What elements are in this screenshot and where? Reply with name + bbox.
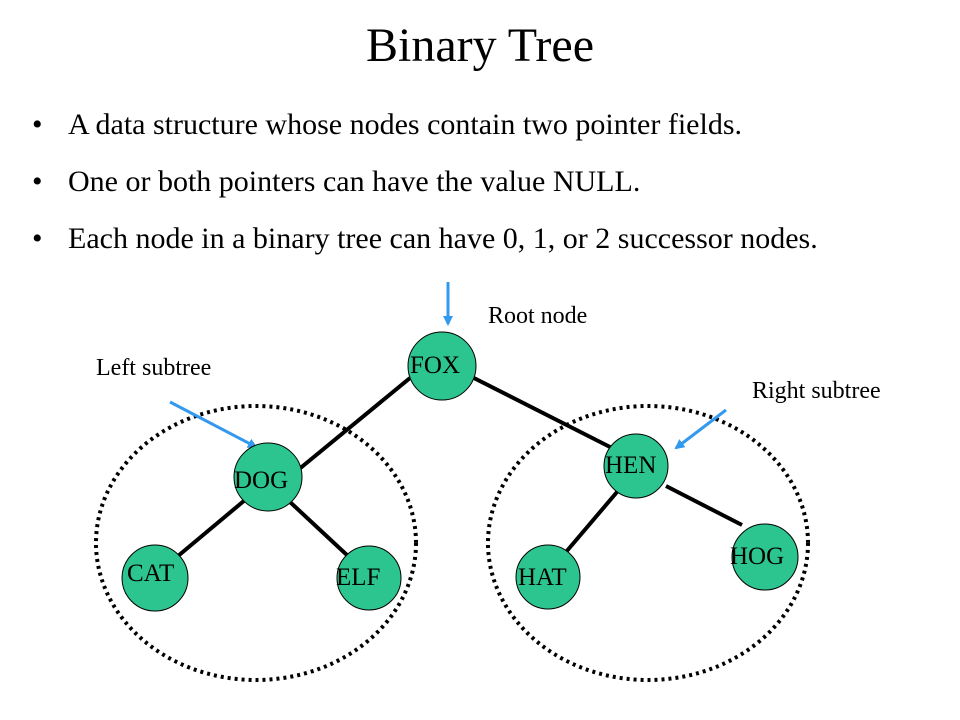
- left-subtree-arrow: [169, 400, 258, 449]
- tree-node-hog: HOG: [730, 523, 799, 591]
- bullet-item: • Each node in a binary tree can have 0, …: [30, 220, 930, 258]
- edge-fox-dog: [296, 376, 412, 472]
- bullet-text: Each node in a binary tree can have 0, 1…: [68, 222, 818, 255]
- bullet-text: A data structure whose nodes contain two…: [68, 108, 743, 141]
- edge-hen-hat: [564, 490, 619, 554]
- tree-node-elf: ELF: [336, 545, 402, 611]
- tree-node-dog: DOG: [233, 442, 303, 512]
- root-node-label: Root node: [488, 303, 587, 329]
- node-label: HEN: [605, 452, 656, 479]
- edge-dog-elf: [288, 500, 350, 558]
- edge-hen-hog: [665, 484, 743, 527]
- edge-fox-hen: [469, 374, 613, 450]
- node-label: DOG: [234, 467, 288, 494]
- right-subtree-boundary: [486, 404, 810, 682]
- bullet-item: • A data structure whose nodes contain tw…: [30, 106, 930, 144]
- bullet-dot: •: [32, 165, 43, 198]
- node-label: ELF: [336, 564, 380, 591]
- tree-node-fox: FOX: [407, 331, 477, 401]
- bullet-text: One or both pointers can have the value …: [68, 165, 641, 198]
- bullet-item: • One or both pointers can have the value…: [30, 163, 930, 201]
- right-subtree-arrow: [674, 408, 727, 450]
- edge-dog-cat: [176, 498, 247, 558]
- node-label: FOX: [410, 352, 460, 379]
- slide-title: Binary Tree: [366, 19, 594, 72]
- node-label: HOG: [730, 543, 784, 570]
- left-subtree-label: Left subtree: [96, 355, 211, 381]
- right-subtree-label: Right subtree: [752, 378, 881, 404]
- node-label: HAT: [518, 564, 567, 591]
- bullet-dot: •: [32, 222, 43, 255]
- bullet-dot: •: [32, 108, 43, 141]
- tree-node-cat: CAT: [121, 544, 189, 612]
- tree-node-hen: HEN: [603, 433, 669, 499]
- tree-node-hat: HAT: [515, 544, 581, 610]
- node-label: CAT: [127, 560, 174, 587]
- bullet-list: • A data structure whose nodes contain tw…: [30, 106, 930, 277]
- left-subtree-boundary: [94, 404, 418, 682]
